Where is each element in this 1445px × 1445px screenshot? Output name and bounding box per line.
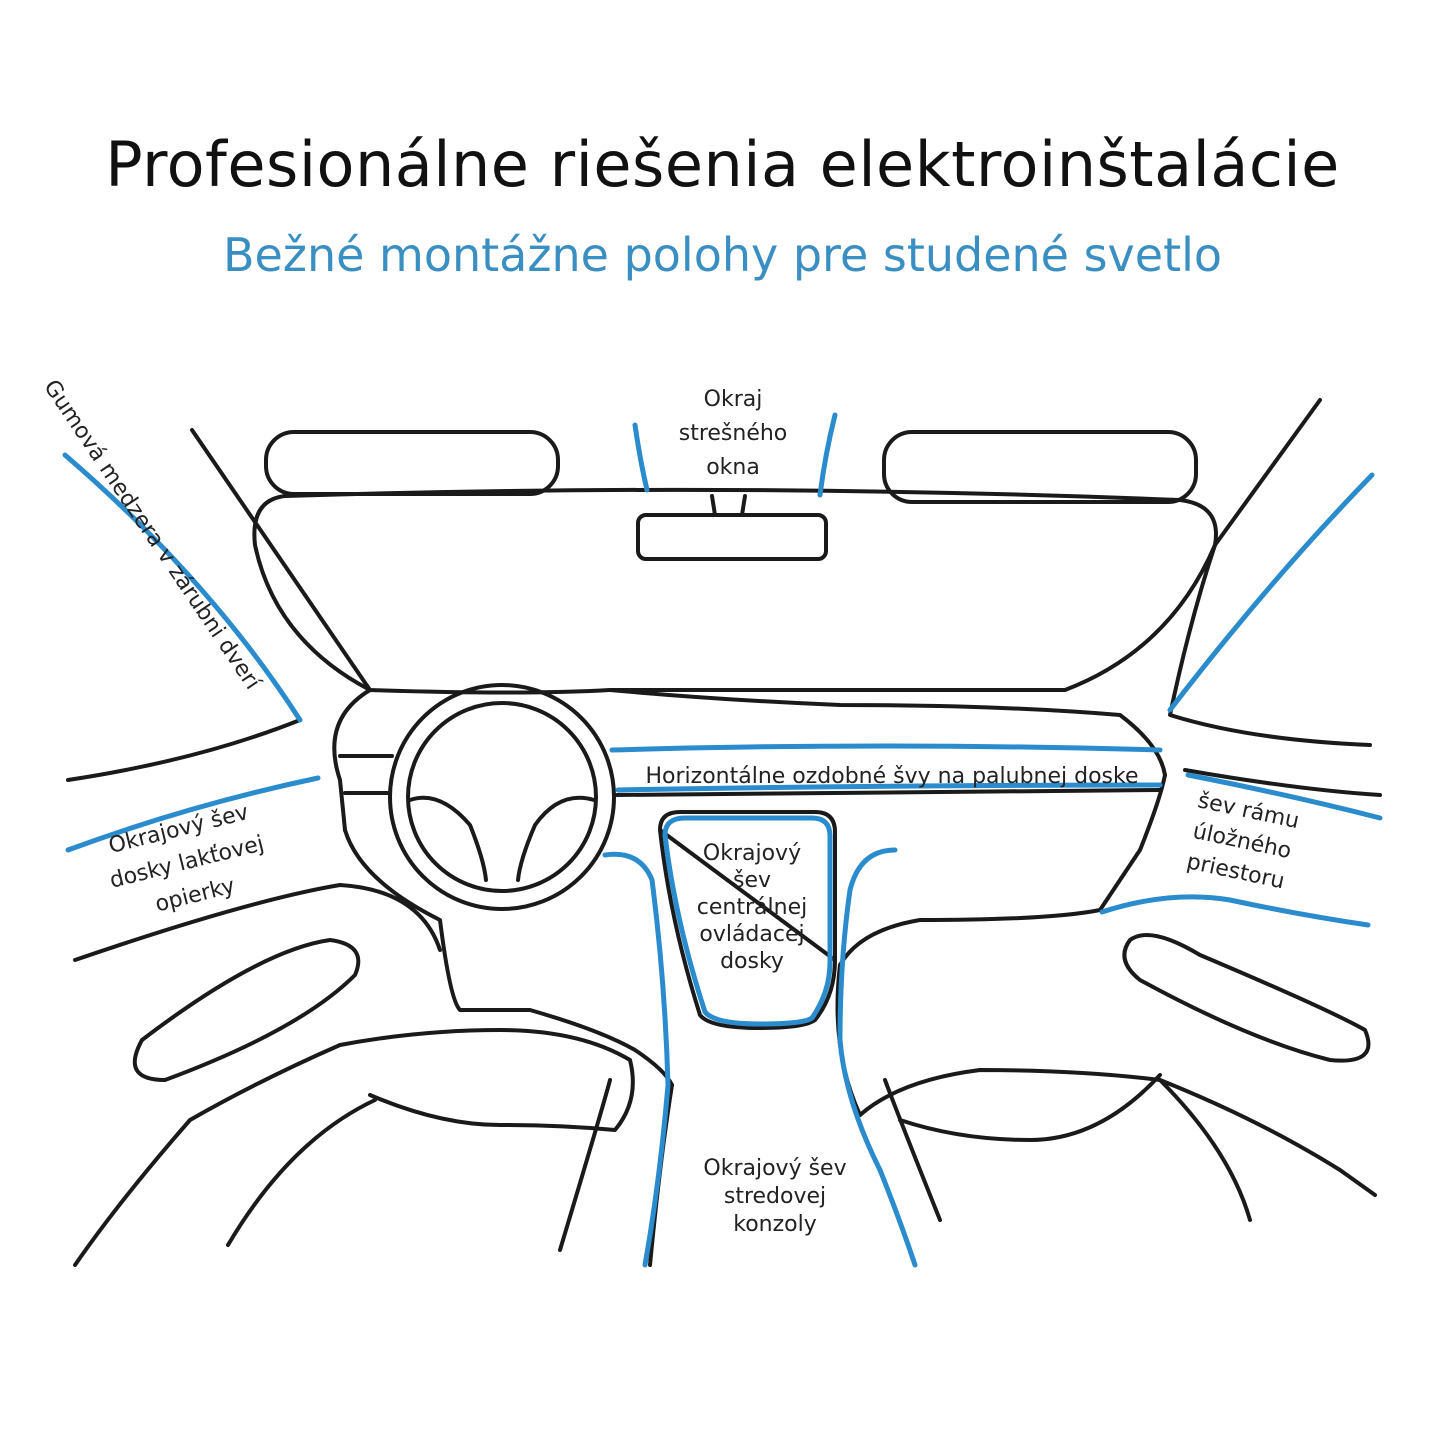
- center-panel-outer: [658, 810, 837, 1030]
- page-title: Profesionálne riešenia elektroinštalácie: [105, 128, 1340, 201]
- right-seat-back: [858, 1068, 1377, 1197]
- dash-lines-left: [338, 754, 394, 795]
- dashboard-strip-top: [609, 743, 1163, 753]
- label-sunroof-line: okna: [706, 455, 760, 480]
- left-armrest: [132, 938, 361, 1082]
- dash-lower-line: [613, 788, 1162, 797]
- left-dash-body: [343, 828, 674, 1087]
- dashboard-strip-bottom: [615, 782, 1163, 793]
- right-door-frame: [1168, 543, 1372, 747]
- right-armrest: [1122, 933, 1371, 1063]
- label-center-panel-line: centrálnej: [696, 895, 808, 920]
- right-door-strip: [1185, 772, 1383, 821]
- label-center-panel-line: ovládacej: [699, 922, 805, 947]
- interior-outline: [66, 398, 1382, 1267]
- left-seat-side: [226, 1098, 377, 1247]
- label-console: Okrajový šev stredovej konzoly: [675, 1155, 875, 1239]
- label-center-panel: Okrajový šev centrálnej ovládacej dosky: [672, 840, 832, 975]
- sunroof-strip-right: [817, 412, 838, 498]
- mirror-stem: [710, 494, 747, 517]
- center-left-strip: [602, 851, 671, 1268]
- sunroof-strip-left: [632, 422, 650, 493]
- center-right-strip: [837, 847, 918, 1268]
- armrest-strip: [65, 775, 321, 853]
- right-sun-visor: [882, 430, 1198, 504]
- steering-wheel-inner: [406, 701, 598, 893]
- dashboard-brow: [608, 688, 1167, 777]
- steering-wheel-hub: [408, 795, 596, 882]
- label-dashboard: Horizontálne ozdobné švy na palubnej dos…: [645, 764, 1139, 789]
- right-door-panel: [1183, 768, 1382, 797]
- center-panel-strip: [662, 815, 833, 1027]
- left-door-panel: [73, 883, 442, 962]
- left-sun-visor: [264, 430, 560, 496]
- label-console-line: stredovej: [723, 1184, 827, 1209]
- left-a-pillar: [190, 428, 372, 692]
- label-center-panel-line: šev: [732, 868, 772, 893]
- label-console-line: Okrajový šev: [703, 1156, 847, 1181]
- label-center-panel-line: Okrajový: [702, 841, 802, 866]
- label-sunroof-line: strešného: [678, 421, 788, 446]
- label-sunroof: Okraj strešného okna: [648, 383, 818, 485]
- right-seat-side: [1158, 1078, 1252, 1222]
- rear-view-mirror: [636, 513, 828, 561]
- left-door-frame: [66, 718, 302, 782]
- right-a-pillar: [1213, 398, 1322, 547]
- right-seat-inner: [883, 1078, 942, 1222]
- right-pillar-strip: [1167, 472, 1375, 713]
- left-seat-back: [73, 1028, 635, 1267]
- page-subtitle: Bežné montážne polohy pre studené svetlo: [222, 228, 1223, 282]
- steering-wheel-outer: [388, 683, 616, 911]
- label-console-line: konzoly: [733, 1212, 817, 1237]
- label-center-panel-line: dosky: [720, 949, 784, 974]
- dashboard-top: [332, 688, 372, 832]
- label-sunroof-line: Okraj: [703, 387, 763, 412]
- light-strips: [62, 412, 1383, 1268]
- right-dash-lower: [838, 773, 1167, 967]
- storage-strip: [1099, 894, 1371, 928]
- left-seat-inner: [558, 1078, 612, 1252]
- windshield: [252, 487, 1218, 695]
- door-gap-strip: [62, 452, 303, 723]
